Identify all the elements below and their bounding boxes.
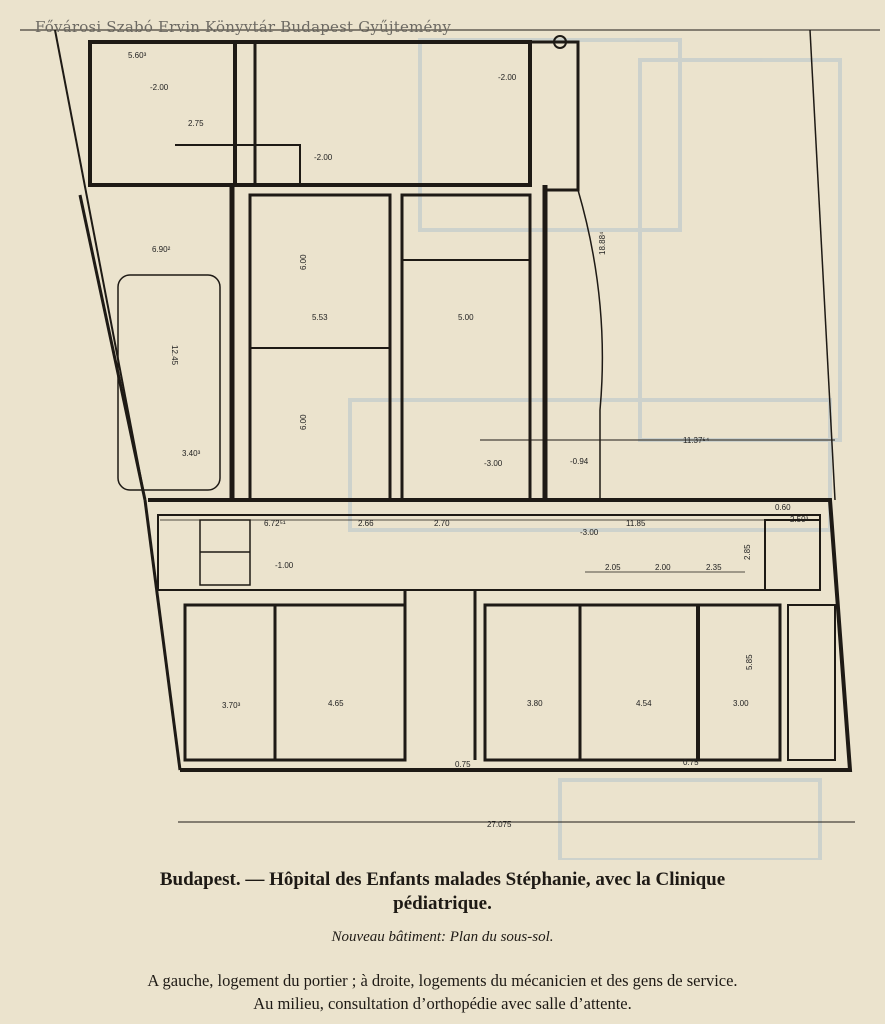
dim-label: 2.75 [188, 119, 204, 128]
dim-label: 5.60³ [128, 51, 147, 60]
caption-description: A gauche, logement du portier ; à droite… [0, 969, 885, 1015]
dim-label: 5.00 [458, 313, 474, 322]
dimension-labels: 5.60³ -2.00 2.75 -2.00 -2.00 6.90² 12.45… [128, 51, 809, 829]
dim-label: -3.00 [484, 459, 503, 468]
dim-label: 12.45 [170, 345, 179, 366]
dim-label: -2.00 [150, 83, 169, 92]
dim-label: 5.53 [312, 313, 328, 322]
dim-label: 2.35 [706, 563, 722, 572]
dim-label: 0.75 [683, 758, 699, 767]
dim-label: 4.65 [328, 699, 344, 708]
dim-label: 3.00 [733, 699, 749, 708]
dim-label: 2.00 [655, 563, 671, 572]
dim-label: 2.05 [605, 563, 621, 572]
dim-label: 5.85 [745, 654, 754, 670]
dim-label: 18.88⁴ [598, 231, 607, 255]
dim-label: 3.70³ [222, 701, 241, 710]
dim-label: -1.00 [275, 561, 294, 570]
caption-title-line2: pédiatrique. [393, 893, 492, 914]
dim-label: -2.00 [314, 153, 333, 162]
caption-title: Budapest. — Hôpital des Enfants malades … [0, 868, 885, 916]
dim-label: 11.37⁵⁴ [683, 436, 710, 445]
caption-subtitle: Nouveau bâtiment: Plan du sous-sol. [331, 929, 554, 945]
dim-label: 2.50³ [790, 515, 809, 524]
dim-label: 0.75 [455, 760, 471, 769]
dim-label: 6.00 [299, 254, 308, 270]
dim-label: -3.00 [580, 528, 599, 537]
caption-description-line2: Au milieu, consultation d’orthopédie ave… [253, 994, 632, 1013]
dim-label: 6.90² [152, 245, 171, 254]
dim-label: -0.94 [570, 457, 589, 466]
bleed-through-lines [348, 38, 842, 860]
floor-plan: 5.60³ -2.00 2.75 -2.00 -2.00 6.90² 12.45… [20, 29, 880, 860]
dim-label: 4.54 [636, 699, 652, 708]
dim-label: 6.00 [299, 414, 308, 430]
walls [20, 29, 880, 823]
dim-label: 27.075 [487, 820, 512, 829]
caption-title-line1: Budapest. — Hôpital des Enfants malades … [159, 869, 726, 890]
dim-label: 6.72⁵¹ [264, 519, 286, 528]
dim-label: 2.70 [434, 519, 450, 528]
dim-label: 11.85 [626, 519, 646, 528]
caption-description-line1: A gauche, logement du portier ; à droite… [147, 971, 738, 990]
library-watermark: Fővárosi Szabó Ervin Könyvtár Budapest G… [35, 18, 452, 36]
dim-label: 3.80 [527, 699, 543, 708]
dim-label: 3.40³ [182, 449, 201, 458]
dim-label: 2.66 [358, 519, 374, 528]
dim-label: -2.00 [498, 73, 517, 82]
dim-label: 2.85 [743, 544, 752, 560]
dim-label: 0.60 [775, 503, 791, 512]
